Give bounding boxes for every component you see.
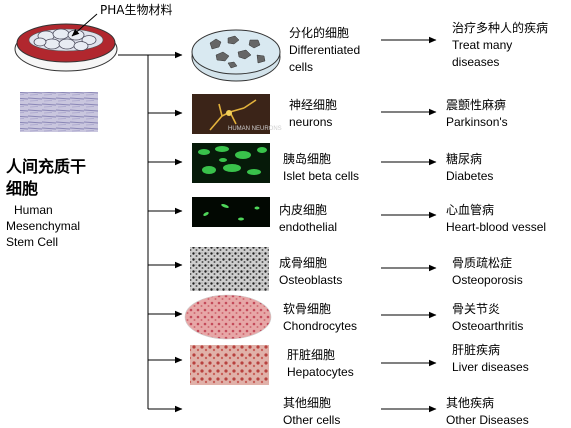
disease-label-en: Treat many [452, 38, 513, 52]
cell-label-zh: 肝脏细胞 [287, 348, 336, 362]
disease-label-zh: 心血管病 [446, 203, 495, 217]
disease-label-zh: 治疗多种人的疾病 [452, 21, 549, 35]
pha-petri-dish [14, 23, 118, 72]
disease-label-en: Heart-blood vessel [446, 220, 547, 234]
disease-label-zh: 震颤性麻痹 [446, 98, 507, 112]
cell-label-zh: 胰岛细胞 [283, 152, 332, 166]
cell-label-zh: 其他细胞 [283, 396, 332, 410]
cell-label-en: endothelial [279, 220, 338, 234]
branch-connectors [118, 51, 183, 413]
stem-cell-title-en-1: Human [14, 203, 53, 217]
endothelial-micrograph [192, 197, 270, 227]
cell-label-en: Differentiated [289, 43, 361, 57]
cell-label-en-2: cells [289, 60, 314, 74]
disease-label-en: Diabetes [446, 169, 494, 183]
disease-label-en: Liver diseases [452, 360, 529, 374]
disease-label-en: Parkinson's [446, 115, 508, 129]
liver-tissue-micrograph [190, 345, 269, 385]
differentiated-cells-dish [191, 29, 281, 82]
cell-label-zh: 软骨细胞 [283, 302, 332, 316]
material-pointer-arrow [71, 13, 98, 37]
disease-label-zh: 骨关节炎 [452, 302, 501, 316]
cell-label-zh: 神经细胞 [289, 98, 338, 112]
cell-label-en: neurons [289, 115, 333, 129]
disease-label-en: Osteoporosis [452, 273, 523, 287]
cell-label-en: Chondrocytes [283, 319, 358, 333]
cell-label-en: Islet beta cells [283, 169, 360, 183]
disease-label-en: Osteoarthritis [452, 319, 524, 333]
stem-cell-title-zh-2: 细胞 [6, 179, 39, 198]
stem-cell-title-en-2: Mesenchymal [6, 219, 81, 233]
cell-label-zh: 成骨细胞 [279, 256, 328, 270]
cell-label-en: Hepatocytes [287, 365, 354, 379]
osteoblast-micrograph [190, 247, 269, 291]
cell-label-zh: 分化的细胞 [289, 26, 350, 40]
disease-label-zh: 肝脏疾病 [452, 343, 501, 357]
stem-cell-micrograph [20, 92, 98, 132]
disease-arrows [381, 36, 437, 413]
cell-label-en: Osteoblasts [279, 273, 343, 287]
disease-label-zh: 其他疾病 [446, 396, 495, 410]
pha-material-label: PHA生物材料 [100, 3, 173, 17]
disease-label-en: Other Diseases [446, 413, 529, 427]
disease-label-zh: 糖尿病 [446, 152, 483, 166]
neuron-micrograph [192, 94, 270, 134]
cartilage-tissue-micrograph [184, 294, 272, 340]
islet-cell-micrograph [192, 143, 270, 183]
stem-cell-title-zh-1: 人间充质干 [6, 157, 87, 176]
cell-label-zh: 内皮细胞 [279, 203, 328, 217]
disease-label-zh: 骨质疏松症 [452, 256, 513, 270]
disease-label-en-2: diseases [452, 55, 500, 69]
stem-cell-title-en-3: Stem Cell [6, 235, 59, 249]
neuron-image-caption: HUMAN NEURONS [228, 126, 282, 132]
cell-label-en: Other cells [283, 413, 341, 427]
